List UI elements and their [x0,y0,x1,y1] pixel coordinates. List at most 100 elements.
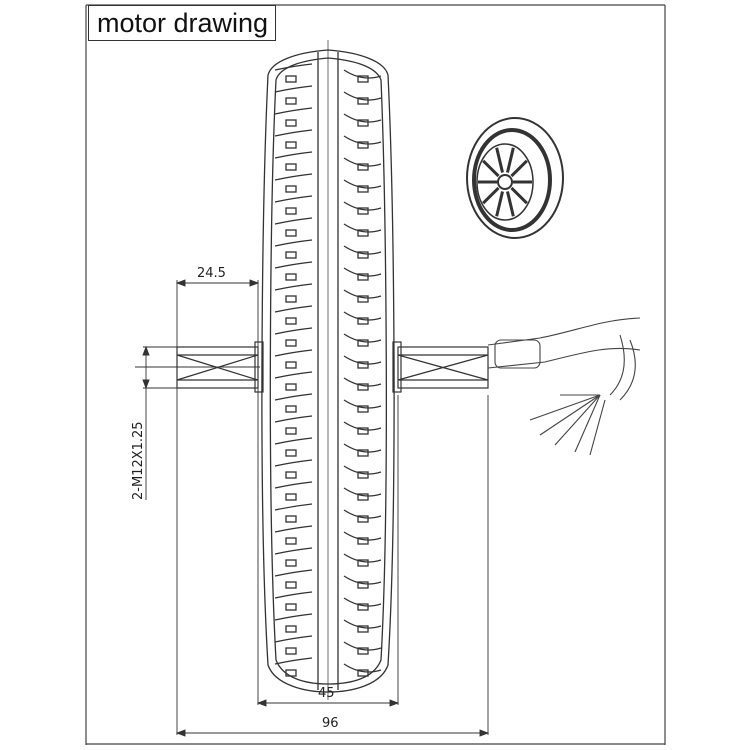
tread-block [285,163,297,171]
tread-block [285,251,297,259]
tread-groove [274,283,313,291]
tread-groove [343,245,382,255]
tread-block [285,317,297,325]
tread-groove [343,113,382,123]
tread-groove [274,591,313,599]
tread-block [357,251,369,259]
tread-block [285,449,297,457]
tread-groove [343,179,382,189]
tread-block [357,647,369,655]
tread-block [285,493,297,501]
tread-groove [343,553,382,563]
tread-groove [343,289,382,299]
tread-groove [343,333,382,343]
tread-block [285,427,297,435]
tread-block [285,405,297,413]
tread-groove [343,223,382,233]
tread-groove [343,531,382,541]
tread-block [357,273,369,281]
tread-groove [274,349,313,357]
tread-block [357,405,369,413]
tread-groove [343,157,382,167]
dimension-lines [135,279,490,737]
tread-groove [274,261,313,269]
tread-groove [274,635,313,643]
tread-groove [343,465,382,475]
dimension-hub-width: 45 [318,686,335,701]
tread-block [357,493,369,501]
tread-groove [343,201,382,211]
tread-block [357,229,369,237]
spoke [506,147,515,173]
drawing-title: motor drawing [97,8,269,38]
tread-groove [274,481,313,489]
spoke [510,159,528,178]
tread-groove [274,107,313,115]
tread-block [357,515,369,523]
tread-groove [343,619,382,629]
tread-block [357,119,369,127]
tread-block [285,185,297,193]
tread-groove [343,91,382,101]
dimension-thread: 2-M12X1.25 [131,421,146,500]
tread-groove [343,135,382,145]
tread-groove [343,421,382,431]
tread-block [285,559,297,567]
tread-block [285,581,297,589]
tread-groove [274,569,313,577]
tread-block [285,97,297,105]
tread-groove [274,327,313,335]
tread-groove [274,239,313,247]
tread-groove [343,399,382,409]
tread-block [285,207,297,215]
tread-block [357,471,369,479]
tread-groove [343,311,382,321]
motor-cable [487,317,641,456]
tread-block [285,141,297,149]
tread-block [357,317,369,325]
tread-block [357,207,369,215]
tread-block [357,669,369,677]
drawing-frame [85,4,666,745]
tread-block [285,669,297,677]
tread-block [285,603,297,611]
title-box: motor drawing [88,5,276,41]
spoke [495,191,504,217]
tread-block [357,427,369,435]
tread-block [357,625,369,633]
tread-groove [274,85,313,93]
tread-groove [274,525,313,533]
tread-groove [274,371,313,379]
tread-block [357,163,369,171]
tread-groove [274,415,313,423]
tread-groove [274,613,313,621]
tread-block [357,559,369,567]
spoke [482,186,500,205]
tread-groove [274,129,313,137]
spoke [506,191,515,217]
tread-groove [343,69,382,79]
spoke [495,147,504,173]
tread-block [285,625,297,633]
tread-block [357,361,369,369]
tread-groove [343,355,382,365]
tread-block [285,75,297,83]
tread-block [285,229,297,237]
tread-block [357,185,369,193]
right-axle [392,341,489,393]
tread-block [285,471,297,479]
tread-groove [274,173,313,181]
tread-groove [343,377,382,387]
tread-groove [343,663,382,673]
tread-groove [274,437,313,445]
tread-block [357,383,369,391]
tread-groove [274,63,313,71]
tread-block [285,295,297,303]
tread-groove [274,195,313,203]
tread-groove [274,503,313,511]
wheel-side-view [261,40,395,700]
tread-block [357,581,369,589]
tread-block [285,647,297,655]
tread-groove [343,641,382,651]
tread-groove [343,267,382,277]
